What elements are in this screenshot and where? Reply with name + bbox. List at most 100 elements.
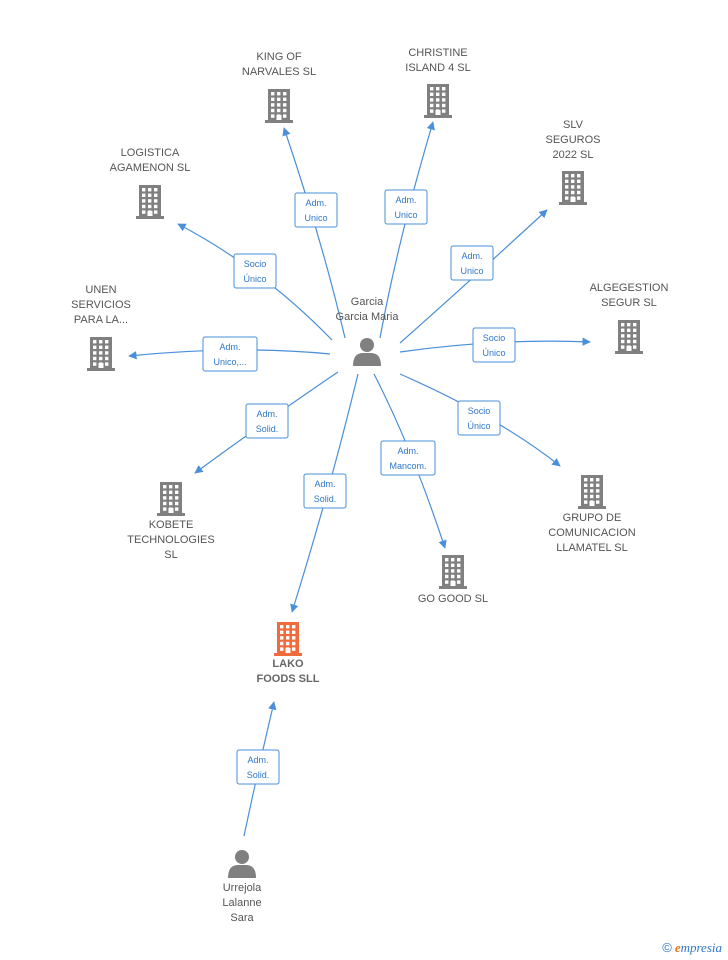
node-label: NARVALES SL [242, 66, 316, 78]
building-icon [265, 89, 293, 123]
building-icon [157, 482, 185, 516]
edge-garcia-to-slv [399, 209, 548, 344]
building-icon [578, 475, 606, 509]
node-label: GRUPO DE [563, 512, 622, 524]
node-label: Garcia [351, 296, 384, 308]
edge-label-text: Socio [468, 406, 491, 416]
edge-label-text: Socio [483, 333, 506, 343]
node-slv[interactable]: SLV SEGUROS 2022 SL [545, 119, 601, 205]
edge-label-box [450, 245, 494, 281]
node-label: Garcia Maria [336, 311, 400, 323]
edge-label-text: Adm. [395, 195, 416, 205]
node-unen[interactable]: UNEN SERVICIOS PARA LA... [71, 284, 131, 371]
edge-label-box [202, 336, 258, 372]
node-gogood[interactable]: GO GOOD SL [418, 555, 488, 605]
edge-label-urrejola-to-lako[interactable]: Adm. Solid. [236, 749, 280, 785]
node-label: UNEN [85, 284, 116, 296]
edge-labels-layer: Adm.UnicoAdm.UnicoAdm.UnicoSocioÚnicoAdm… [202, 189, 516, 785]
edge-garcia-to-christine [379, 121, 435, 339]
node-label: LOGISTICA [121, 147, 180, 159]
person-icon [353, 338, 381, 366]
building-icon [439, 555, 467, 589]
edge-label-text: Adm. [219, 342, 240, 352]
edge-label-text: Adm. [397, 446, 418, 456]
node-label: COMUNICACION [548, 527, 635, 539]
node-label: 2022 SL [553, 149, 594, 161]
building-icon [424, 84, 452, 118]
person-icon [228, 850, 256, 878]
node-label: SEGUR SL [601, 297, 657, 309]
edge-label-box [303, 473, 347, 509]
edge-label-text: Solid. [256, 424, 279, 434]
node-label: SERVICIOS [71, 299, 131, 311]
edge-label-text: Socio [244, 259, 267, 269]
copyright-symbol: © [662, 940, 672, 955]
node-label: Lalanne [222, 897, 261, 909]
edge-label-garcia-to-slv[interactable]: Adm. Unico [450, 245, 494, 281]
edge-label-text: Solid. [247, 770, 270, 780]
edge-label-text: Adm. [461, 251, 482, 261]
edge-label-box [236, 749, 280, 785]
node-label: Sara [230, 912, 254, 924]
node-label: TECHNOLOGIES [127, 534, 214, 546]
edge-label-garcia-to-king[interactable]: Adm. Unico [294, 192, 338, 228]
node-label: GO GOOD SL [418, 593, 488, 605]
edge-label-garcia-to-unen[interactable]: Adm. Unico,... [202, 336, 258, 372]
node-label: LAKO [272, 658, 304, 670]
edge-garcia-to-king [282, 127, 346, 339]
edge-label-text: Único [467, 421, 490, 431]
node-label: SLV [563, 119, 584, 131]
edge-label-garcia-to-lako[interactable]: Adm.Solid. [303, 473, 347, 509]
node-label: PARA LA... [74, 314, 128, 326]
edge-label-box [380, 440, 436, 476]
edge-label-text: Mancom. [389, 461, 426, 471]
edge-label-box [457, 400, 501, 436]
edge-label-box [472, 327, 516, 363]
node-label: LLAMATEL SL [556, 542, 628, 554]
edge-label-box [294, 192, 338, 228]
edge-label-garcia-to-gogood[interactable]: Adm. Mancom. [380, 440, 436, 476]
edge-label-text: Unico,... [213, 357, 246, 367]
edge-label-text: Unico [460, 266, 483, 276]
edge-label-text: Único [482, 348, 505, 358]
edge-label-text: Adm. [305, 198, 326, 208]
building-icon [559, 171, 587, 205]
building-icon [136, 185, 164, 219]
building-icon [87, 337, 115, 371]
node-label: SL [164, 549, 177, 561]
edge-label-text: Adm. [256, 409, 277, 419]
brand-name: mpresia [680, 940, 722, 955]
node-grupo[interactable]: GRUPO DE COMUNICACION LLAMATEL SL [548, 475, 636, 554]
edge-label-garcia-to-christine[interactable]: Adm. Unico [384, 189, 428, 225]
node-label: Urrejola [223, 882, 262, 894]
edge-label-text: Unico [394, 210, 417, 220]
edge-label-text: Adm. [247, 755, 268, 765]
node-label: CHRISTINE [408, 47, 467, 59]
edge-label-box [384, 189, 428, 225]
edge-label-garcia-to-kobete[interactable]: Adm. Solid. [245, 403, 289, 439]
building-icon [615, 320, 643, 354]
edge-label-text: Adm. [314, 479, 335, 489]
brand-e-logo: e [674, 940, 681, 955]
node-label: FOODS SLL [257, 673, 320, 685]
node-algegestion[interactable]: ALGEGESTION SEGUR SL [590, 282, 669, 354]
edges-layer [128, 121, 591, 837]
empresia-brand[interactable]: ©empresia [662, 940, 722, 956]
node-lako[interactable]: LAKO FOODS SLL [257, 622, 320, 685]
edge-label-box [245, 403, 289, 439]
node-label: SEGUROS [545, 134, 600, 146]
node-label: KOBETE [149, 519, 194, 531]
node-label: ALGEGESTION [590, 282, 669, 294]
node-kobete[interactable]: KOBETE TECHNOLOGIES SL [127, 482, 215, 561]
edge-label-text: Unico [304, 213, 327, 223]
